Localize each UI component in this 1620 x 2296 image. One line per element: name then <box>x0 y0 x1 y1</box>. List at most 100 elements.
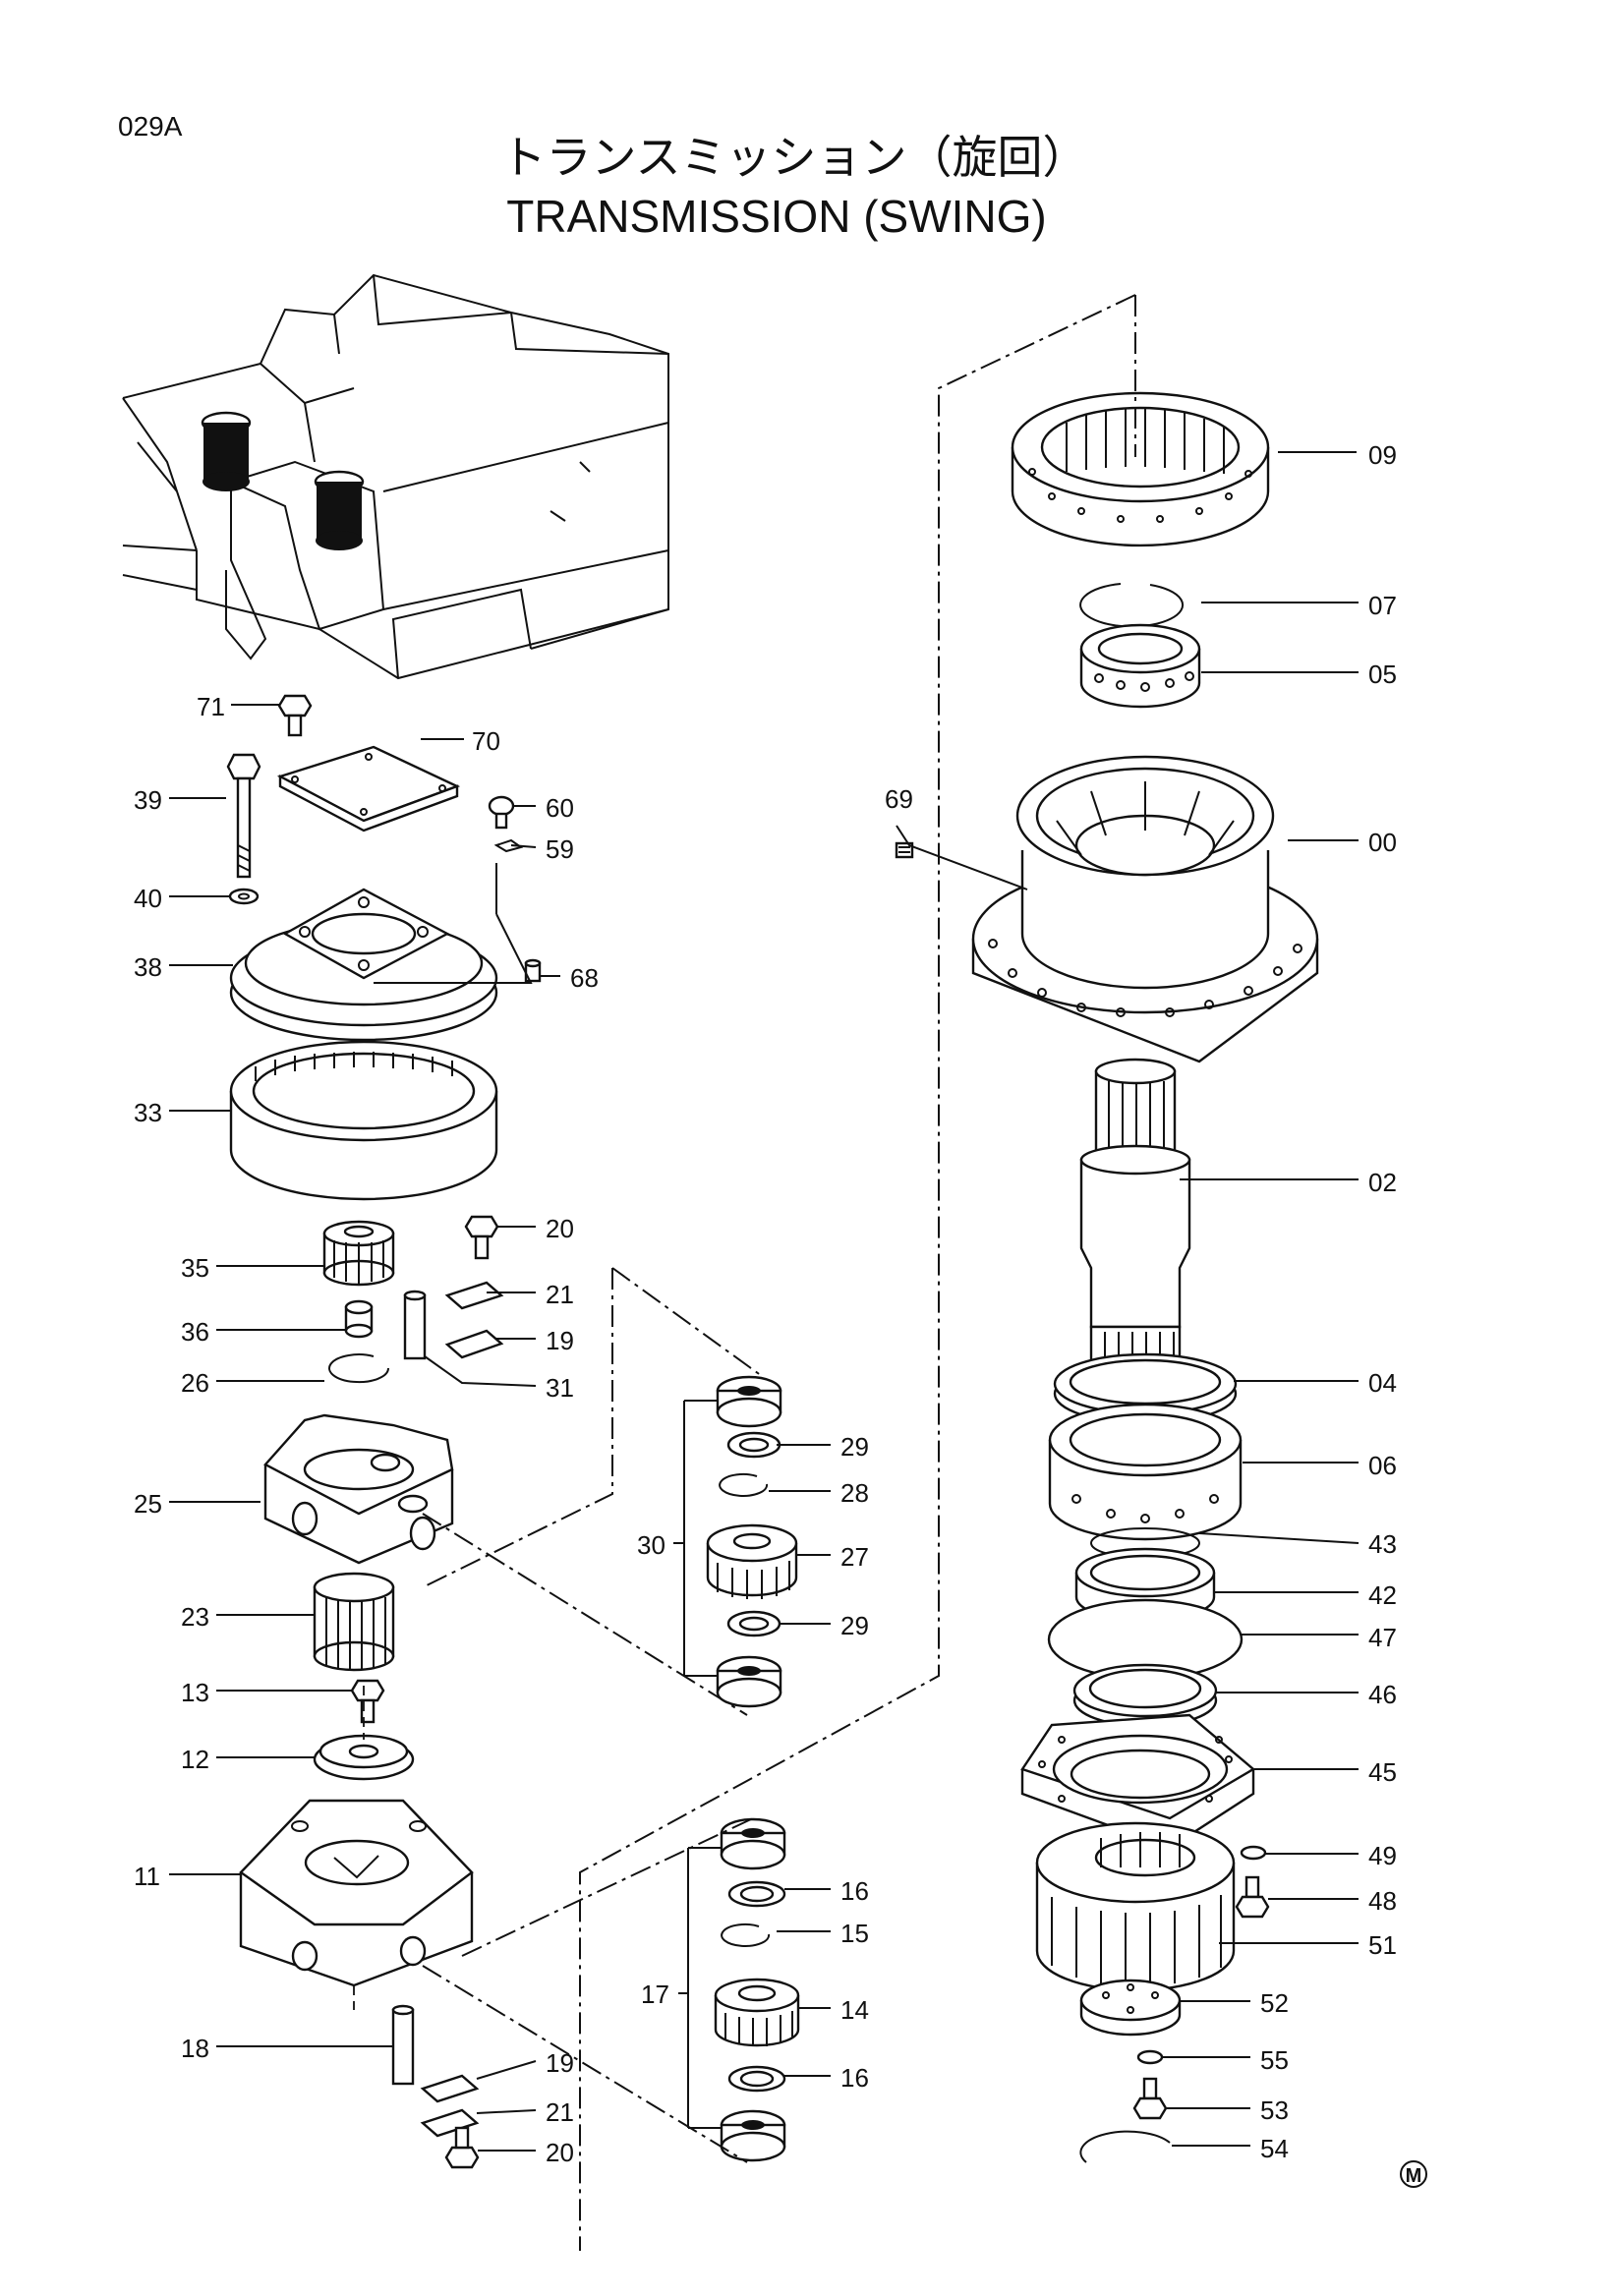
callout-48: 48 <box>1368 1886 1397 1916</box>
callout-53: 53 <box>1260 2095 1289 2125</box>
pinion-51 <box>1035 1821 1236 1992</box>
callout-54: 54 <box>1260 2134 1289 2163</box>
callout-36: 36 <box>181 1317 209 1347</box>
washer-36 <box>344 1299 374 1339</box>
callout-21-lower: 21 <box>546 2097 574 2127</box>
assembly-guide-lines <box>353 294 1136 2251</box>
circled-m-mark: M <box>1400 2160 1427 2188</box>
bolt-71 <box>277 694 313 737</box>
callout-06: 06 <box>1368 1451 1397 1480</box>
callout-00: 00 <box>1368 828 1397 857</box>
carrier-11 <box>239 1799 474 1987</box>
snap-ring-26 <box>328 1353 390 1384</box>
callout-49: 49 <box>1368 1841 1397 1870</box>
thrust-plate-12 <box>313 1734 415 1781</box>
callout-20-upper: 20 <box>546 1214 574 1243</box>
callout-16-upper: 16 <box>840 1876 869 1906</box>
callout-60: 60 <box>546 793 574 823</box>
callout-68: 68 <box>570 963 599 993</box>
callout-46: 46 <box>1368 1680 1397 1709</box>
callout-02: 02 <box>1368 1168 1397 1197</box>
washer-40 <box>228 888 260 905</box>
callout-26: 26 <box>181 1368 209 1398</box>
callout-20-lower: 20 <box>546 2138 574 2167</box>
title-japanese: トランスミッション（旋回） <box>500 132 1087 183</box>
callout-07: 07 <box>1368 591 1397 620</box>
callout-17: 17 <box>641 1980 669 2009</box>
snap-ring-07 <box>1079 583 1185 628</box>
planet-set-17 <box>714 1817 800 2162</box>
lock-plate-19-upper <box>444 1329 504 1359</box>
washer-49 <box>1240 1845 1267 1861</box>
upper-structure-illustration <box>122 273 669 680</box>
plate-52 <box>1079 1979 1182 2037</box>
screw-60 <box>488 795 515 830</box>
callout-43: 43 <box>1368 1529 1397 1559</box>
seal-46 <box>1072 1663 1218 1728</box>
callout-28: 28 <box>840 1478 869 1508</box>
callout-13: 13 <box>181 1678 209 1707</box>
callout-59: 59 <box>546 834 574 864</box>
page-code: 029A <box>118 111 183 142</box>
callout-16-lower: 16 <box>840 2063 869 2093</box>
callout-12: 12 <box>181 1745 209 1774</box>
callout-19-upper: 19 <box>546 1326 574 1355</box>
callout-39: 39 <box>134 785 162 815</box>
callout-21-upper: 21 <box>546 1280 574 1309</box>
mount-left <box>201 411 252 491</box>
part-callouts: 09 07 05 00 69 02 04 06 43 42 47 46 45 4… <box>134 440 1397 2167</box>
callout-70: 70 <box>472 726 500 756</box>
callout-33: 33 <box>134 1098 162 1127</box>
sun-gear-35 <box>322 1220 395 1287</box>
bearing-05 <box>1079 623 1201 709</box>
title-english: TRANSMISSION (SWING) <box>506 191 1046 242</box>
callout-35: 35 <box>181 1253 209 1283</box>
housing-38 <box>229 888 498 1042</box>
callout-18: 18 <box>181 2034 209 2063</box>
callout-30: 30 <box>637 1530 665 1560</box>
callout-52: 52 <box>1260 1988 1289 2018</box>
callout-09: 09 <box>1368 440 1397 470</box>
gear-23 <box>313 1572 395 1672</box>
planet-set-30 <box>706 1375 798 1708</box>
lock-plate-21-lower <box>420 2108 480 2138</box>
cover-45 <box>1020 1713 1256 1850</box>
callout-19-lower: 19 <box>546 2048 574 2078</box>
callout-47: 47 <box>1368 1623 1397 1652</box>
callout-38: 38 <box>134 952 162 982</box>
callout-25: 25 <box>134 1489 162 1519</box>
mount-right <box>314 470 365 550</box>
callout-14: 14 <box>840 1995 869 2025</box>
bolt-53 <box>1132 2077 1168 2120</box>
ring-gear-33 <box>229 1040 498 1201</box>
pin-18 <box>391 2004 415 2086</box>
pin-31 <box>403 1290 427 1360</box>
callout-23: 23 <box>181 1602 209 1632</box>
callout-40: 40 <box>134 884 162 913</box>
long-bolt-39 <box>226 753 261 879</box>
bolt-48 <box>1235 1875 1270 1919</box>
lock-plate-21-upper <box>444 1281 504 1310</box>
leader-lines <box>169 451 1360 2152</box>
callout-27: 27 <box>840 1542 869 1572</box>
plug-69 <box>895 841 914 859</box>
washer-55 <box>1136 2049 1164 2065</box>
bearing-06 <box>1048 1403 1243 1541</box>
callout-51: 51 <box>1368 1930 1397 1960</box>
housing-00 <box>971 755 1319 1063</box>
callout-42: 42 <box>1368 1580 1397 1610</box>
bolt-20-upper <box>464 1215 499 1260</box>
bolt-20-lower <box>444 2126 480 2169</box>
cover-plate-70 <box>276 745 461 832</box>
callout-29-upper: 29 <box>840 1432 869 1462</box>
callout-04: 04 <box>1368 1368 1397 1398</box>
svg-text:M: M <box>1406 2165 1422 2187</box>
bolt-13 <box>350 1679 385 1724</box>
callout-71: 71 <box>197 692 225 721</box>
callout-69: 69 <box>885 784 913 814</box>
callout-15: 15 <box>840 1919 869 1948</box>
ring-gear-09 <box>1011 391 1270 547</box>
callout-29-lower: 29 <box>840 1611 869 1640</box>
clip-59 <box>493 838 524 853</box>
